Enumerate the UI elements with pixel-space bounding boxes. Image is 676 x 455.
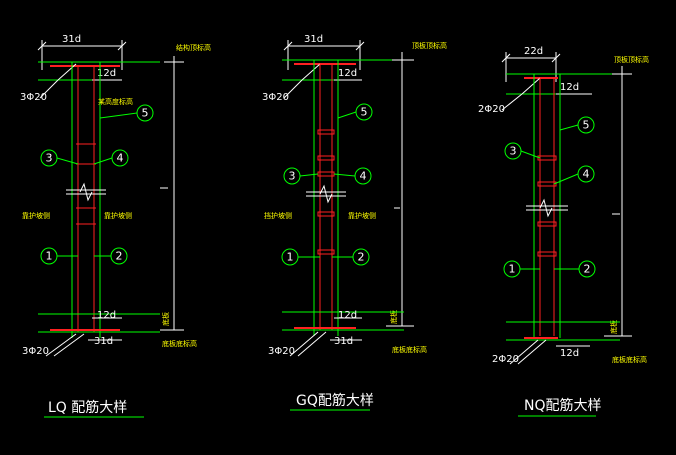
lq-callout-1: 1 [46, 250, 53, 263]
nq-bottom-bar: 2Φ20 [492, 354, 519, 365]
gq-title: GQ配筋大样 [296, 392, 374, 409]
nq-detail: 22d 12d 2Φ20 顶板顶标高 底板底标高 底板 12d 2Φ20 [478, 46, 649, 417]
nq-top-bar: 2Φ20 [478, 104, 505, 115]
gq-side-right: 靠护坡侧 [348, 211, 376, 220]
lq-detail: 31d 12d 3Φ20 某高度标高 靠护坡侧 靠护坡侧 结构 [20, 34, 211, 418]
lq-right-short: 底板 [161, 312, 170, 326]
gq-side-left: 挡护坡侧 [264, 211, 292, 220]
gq-top-dim-inner: 12d [338, 68, 357, 79]
nq-callout-1: 1 [509, 263, 516, 276]
lq-top-dim-inner: 12d [97, 68, 116, 79]
nq-bottom-dim-inner: 12d [560, 348, 579, 359]
lq-callout-2: 2 [116, 250, 123, 263]
gq-callout-5: 5 [361, 106, 368, 119]
lq-bottom-bar: 3Φ20 [22, 346, 49, 357]
gq-callout-1: 1 [287, 251, 294, 264]
nq-callout-3: 3 [510, 145, 517, 158]
gq-bottom-dim-inner: 12d [338, 310, 357, 321]
lq-bottom-dim-outer: 31d [94, 336, 113, 347]
gq-callout-3: 3 [289, 170, 296, 183]
nq-top-anno: 顶板顶标高 [614, 55, 649, 64]
nq-callout-5: 5 [583, 119, 590, 132]
gq-right-short: 底板 [389, 310, 398, 324]
nq-top-dim-outer: 22d [524, 46, 543, 57]
lq-bottom-anno: 底板底标高 [162, 339, 197, 348]
gq-detail: 31d 12d 3Φ20 挡护坡侧 靠护坡侧 顶板顶标高 底板底标高 底板 [262, 34, 447, 411]
gq-bottom-dim-outer: 31d [334, 336, 353, 347]
lq-top-anno: 结构顶标高 [176, 43, 211, 52]
nq-title: NQ配筋大样 [524, 397, 602, 414]
lq-side-left: 靠护坡侧 [22, 211, 50, 220]
gq-callout-2: 2 [358, 251, 365, 264]
gq-top-bar: 3Φ20 [262, 92, 289, 103]
lq-side-right: 靠护坡侧 [104, 211, 132, 220]
lq-callout-5: 5 [142, 107, 149, 120]
nq-right-short: 底板 [609, 320, 618, 334]
nq-callout-4: 4 [583, 168, 590, 181]
gq-callout-4: 4 [360, 170, 367, 183]
lq-mid-text: 某高度标高 [98, 97, 133, 106]
lq-bottom-dim-inner: 12d [97, 310, 116, 321]
gq-top-anno: 顶板顶标高 [412, 41, 447, 50]
nq-top-dim-inner: 12d [560, 82, 579, 93]
lq-top-dim-outer: 31d [62, 34, 81, 45]
gq-top-dim-outer: 31d [304, 34, 323, 45]
gq-bottom-anno: 底板底标高 [392, 345, 427, 354]
gq-bottom-bar: 3Φ20 [268, 346, 295, 357]
lq-callout-4: 4 [117, 152, 124, 165]
lq-top-bar: 3Φ20 [20, 92, 47, 103]
lq-title: LQ 配筋大样 [48, 399, 127, 416]
nq-callout-2: 2 [584, 263, 591, 276]
nq-bottom-anno: 底板底标高 [612, 355, 647, 364]
lq-callout-3: 3 [46, 152, 53, 165]
